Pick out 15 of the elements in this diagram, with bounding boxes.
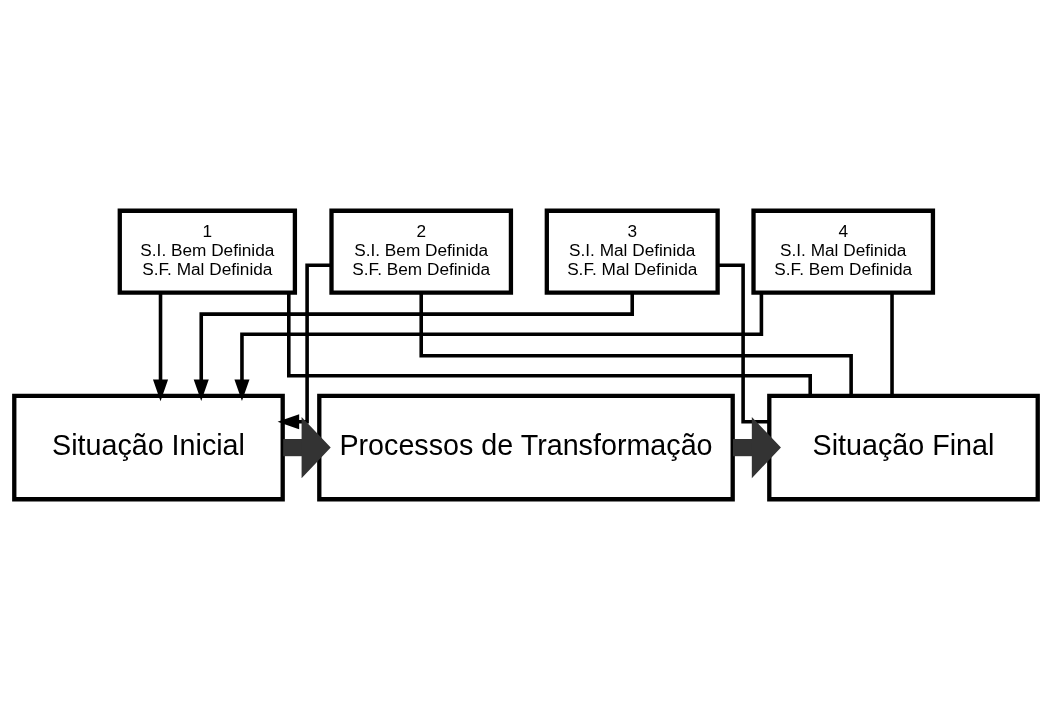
node-box: Situação Final (767, 393, 1040, 501)
arrow (283, 416, 331, 478)
arrow (733, 416, 781, 478)
connector (890, 292, 894, 396)
arrow (277, 263, 332, 429)
node-box: 2 S.I. Bem Definida S.F. Bem Definida (329, 208, 514, 295)
node-box: Situação Inicial (12, 393, 285, 501)
node-box: 3 S.I. Mal Definida S.F. Mal Definida (544, 208, 720, 295)
node-box: 1 S.I. Bem Definida S.F. Mal Definida (117, 208, 298, 295)
connector (717, 263, 769, 424)
node-box: 4 S.I. Mal Definida S.F. Bem Definida (751, 208, 936, 295)
arrow (152, 292, 169, 401)
node-box: Processos de Transformação (317, 393, 735, 501)
arrow (234, 292, 764, 401)
connector (419, 292, 853, 396)
